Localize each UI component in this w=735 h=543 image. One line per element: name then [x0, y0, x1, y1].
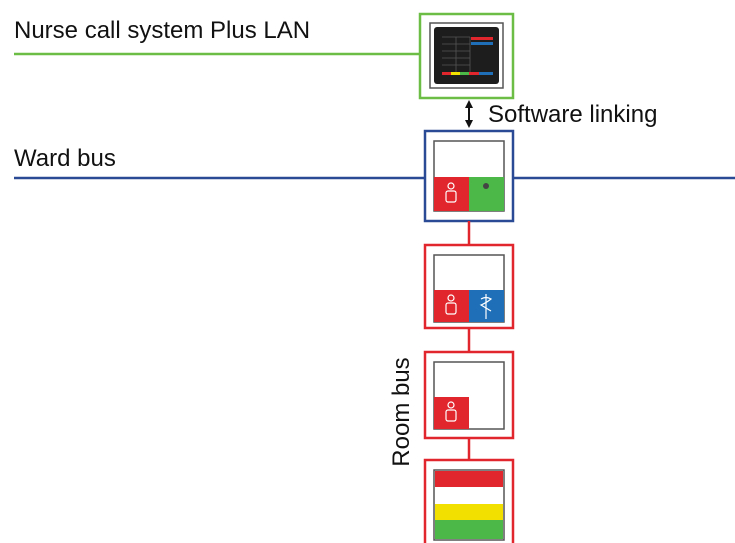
display-terminal-icon: [434, 27, 499, 84]
presence-indicator-icon: [469, 177, 504, 211]
nurse-terminal: [418, 12, 515, 100]
software-link-arrow: [465, 100, 473, 128]
patient-call-icon: [434, 177, 469, 211]
room-bus-label: Room bus: [388, 357, 415, 467]
ward-bus-unit: [423, 129, 515, 223]
room-unit-patient-doctor: [423, 243, 515, 330]
corridor-lamp: [423, 458, 515, 543]
ward-bus-label: Ward bus: [14, 145, 116, 172]
software-linking-label: Software linking: [488, 101, 658, 128]
lan-label: Nurse call system Plus LAN: [14, 17, 311, 44]
room-unit-patient: [423, 350, 515, 440]
